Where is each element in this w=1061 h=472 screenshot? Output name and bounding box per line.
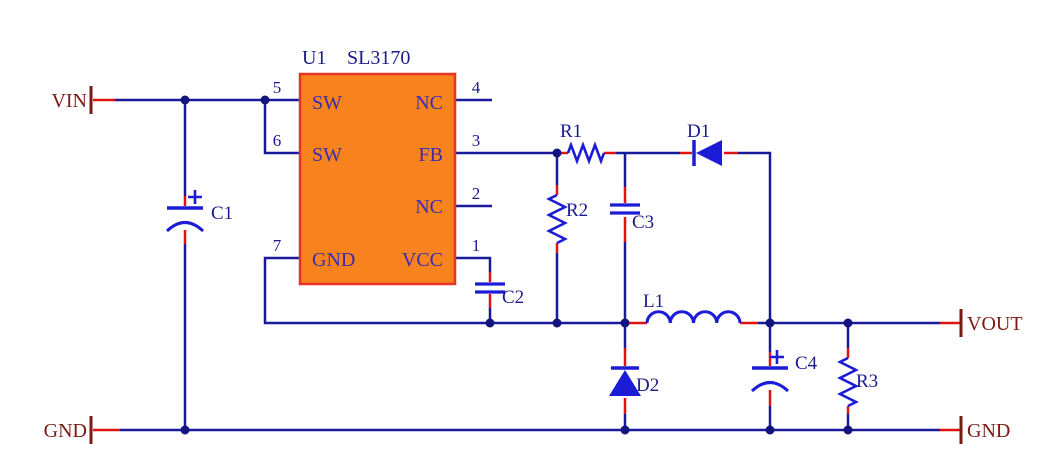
d2-label: D2 bbox=[636, 375, 659, 396]
ic-part-number: SL3170 bbox=[347, 47, 410, 69]
l1-label: L1 bbox=[643, 291, 664, 312]
resistor-r2-symbol bbox=[546, 193, 568, 245]
pin-number-7: 7 bbox=[273, 236, 282, 255]
pin-number-5: 5 bbox=[273, 78, 282, 97]
junction-dot bbox=[180, 425, 190, 435]
wire-gnd-pin-bus bbox=[263, 256, 625, 325]
resistor-r3-symbol bbox=[837, 356, 859, 408]
r1-label: R1 bbox=[560, 121, 582, 142]
c3-label: C3 bbox=[632, 212, 654, 233]
c1-label: C1 bbox=[211, 203, 233, 224]
pin-number-6: 6 bbox=[273, 131, 282, 150]
ic-pin-label-nc2: NC bbox=[415, 196, 443, 218]
wire-net bbox=[115, 98, 940, 432]
c2-label: C2 bbox=[502, 287, 524, 308]
junction-dot bbox=[552, 318, 562, 328]
pin-number-3: 3 bbox=[472, 131, 481, 150]
ic-pin-label-sw2: SW bbox=[312, 144, 342, 166]
capacitor-c2-symbol bbox=[475, 282, 505, 294]
ic-pin-label-vcc: VCC bbox=[402, 249, 443, 271]
junction-dot bbox=[485, 318, 495, 328]
d1-label: D1 bbox=[687, 121, 710, 142]
port-bars bbox=[89, 86, 963, 444]
junction-dots bbox=[180, 95, 853, 435]
capacitor-c4-plate-bottom bbox=[750, 381, 790, 393]
vin-port-label: VIN bbox=[51, 90, 87, 112]
vout-port-label: VOUT bbox=[967, 313, 1023, 335]
capacitor-c3-symbol bbox=[610, 203, 640, 215]
junction-dot bbox=[180, 95, 190, 105]
junction-dot bbox=[765, 318, 775, 328]
junction-dot bbox=[620, 425, 630, 435]
gnd-left-port-label: GND bbox=[44, 420, 87, 442]
ic-pin-label-sw1: SW bbox=[312, 92, 342, 114]
wire-fb-to-d1 bbox=[616, 151, 772, 323]
pin-number-1: 1 bbox=[472, 236, 481, 255]
ic-pin-label-gnd: GND bbox=[312, 249, 355, 271]
ic-refdes: U1 bbox=[302, 47, 326, 69]
c1-plus-icon bbox=[188, 190, 202, 204]
resistor-r1-symbol bbox=[566, 141, 606, 165]
pin-number-2: 2 bbox=[472, 184, 481, 203]
inductor-l1-symbol bbox=[645, 310, 742, 324]
diode-d1-symbol bbox=[696, 140, 722, 166]
diode-d2-symbol bbox=[609, 370, 641, 396]
c4-label: C4 bbox=[795, 353, 818, 374]
r2-label: R2 bbox=[566, 200, 588, 221]
ic-u1-body bbox=[298, 72, 457, 286]
junction-dot bbox=[620, 318, 630, 328]
junction-dot bbox=[260, 95, 270, 105]
junction-dot bbox=[552, 148, 562, 158]
capacitor-c1-plate-bottom bbox=[165, 221, 205, 233]
junction-dot bbox=[843, 425, 853, 435]
ic-pin-label-fb: FB bbox=[419, 144, 443, 166]
gnd-right-port-label: GND bbox=[967, 420, 1010, 442]
junction-dot bbox=[765, 425, 775, 435]
junction-dot bbox=[843, 318, 853, 328]
component-symbols bbox=[165, 140, 859, 408]
wire-pin6-branch bbox=[263, 100, 300, 155]
c4-plus-icon bbox=[770, 350, 784, 364]
ic-pin-label-nc4: NC bbox=[415, 92, 443, 114]
pin-number-4: 4 bbox=[472, 78, 481, 97]
terminal-accents bbox=[93, 98, 960, 432]
r3-label: R3 bbox=[856, 371, 878, 392]
